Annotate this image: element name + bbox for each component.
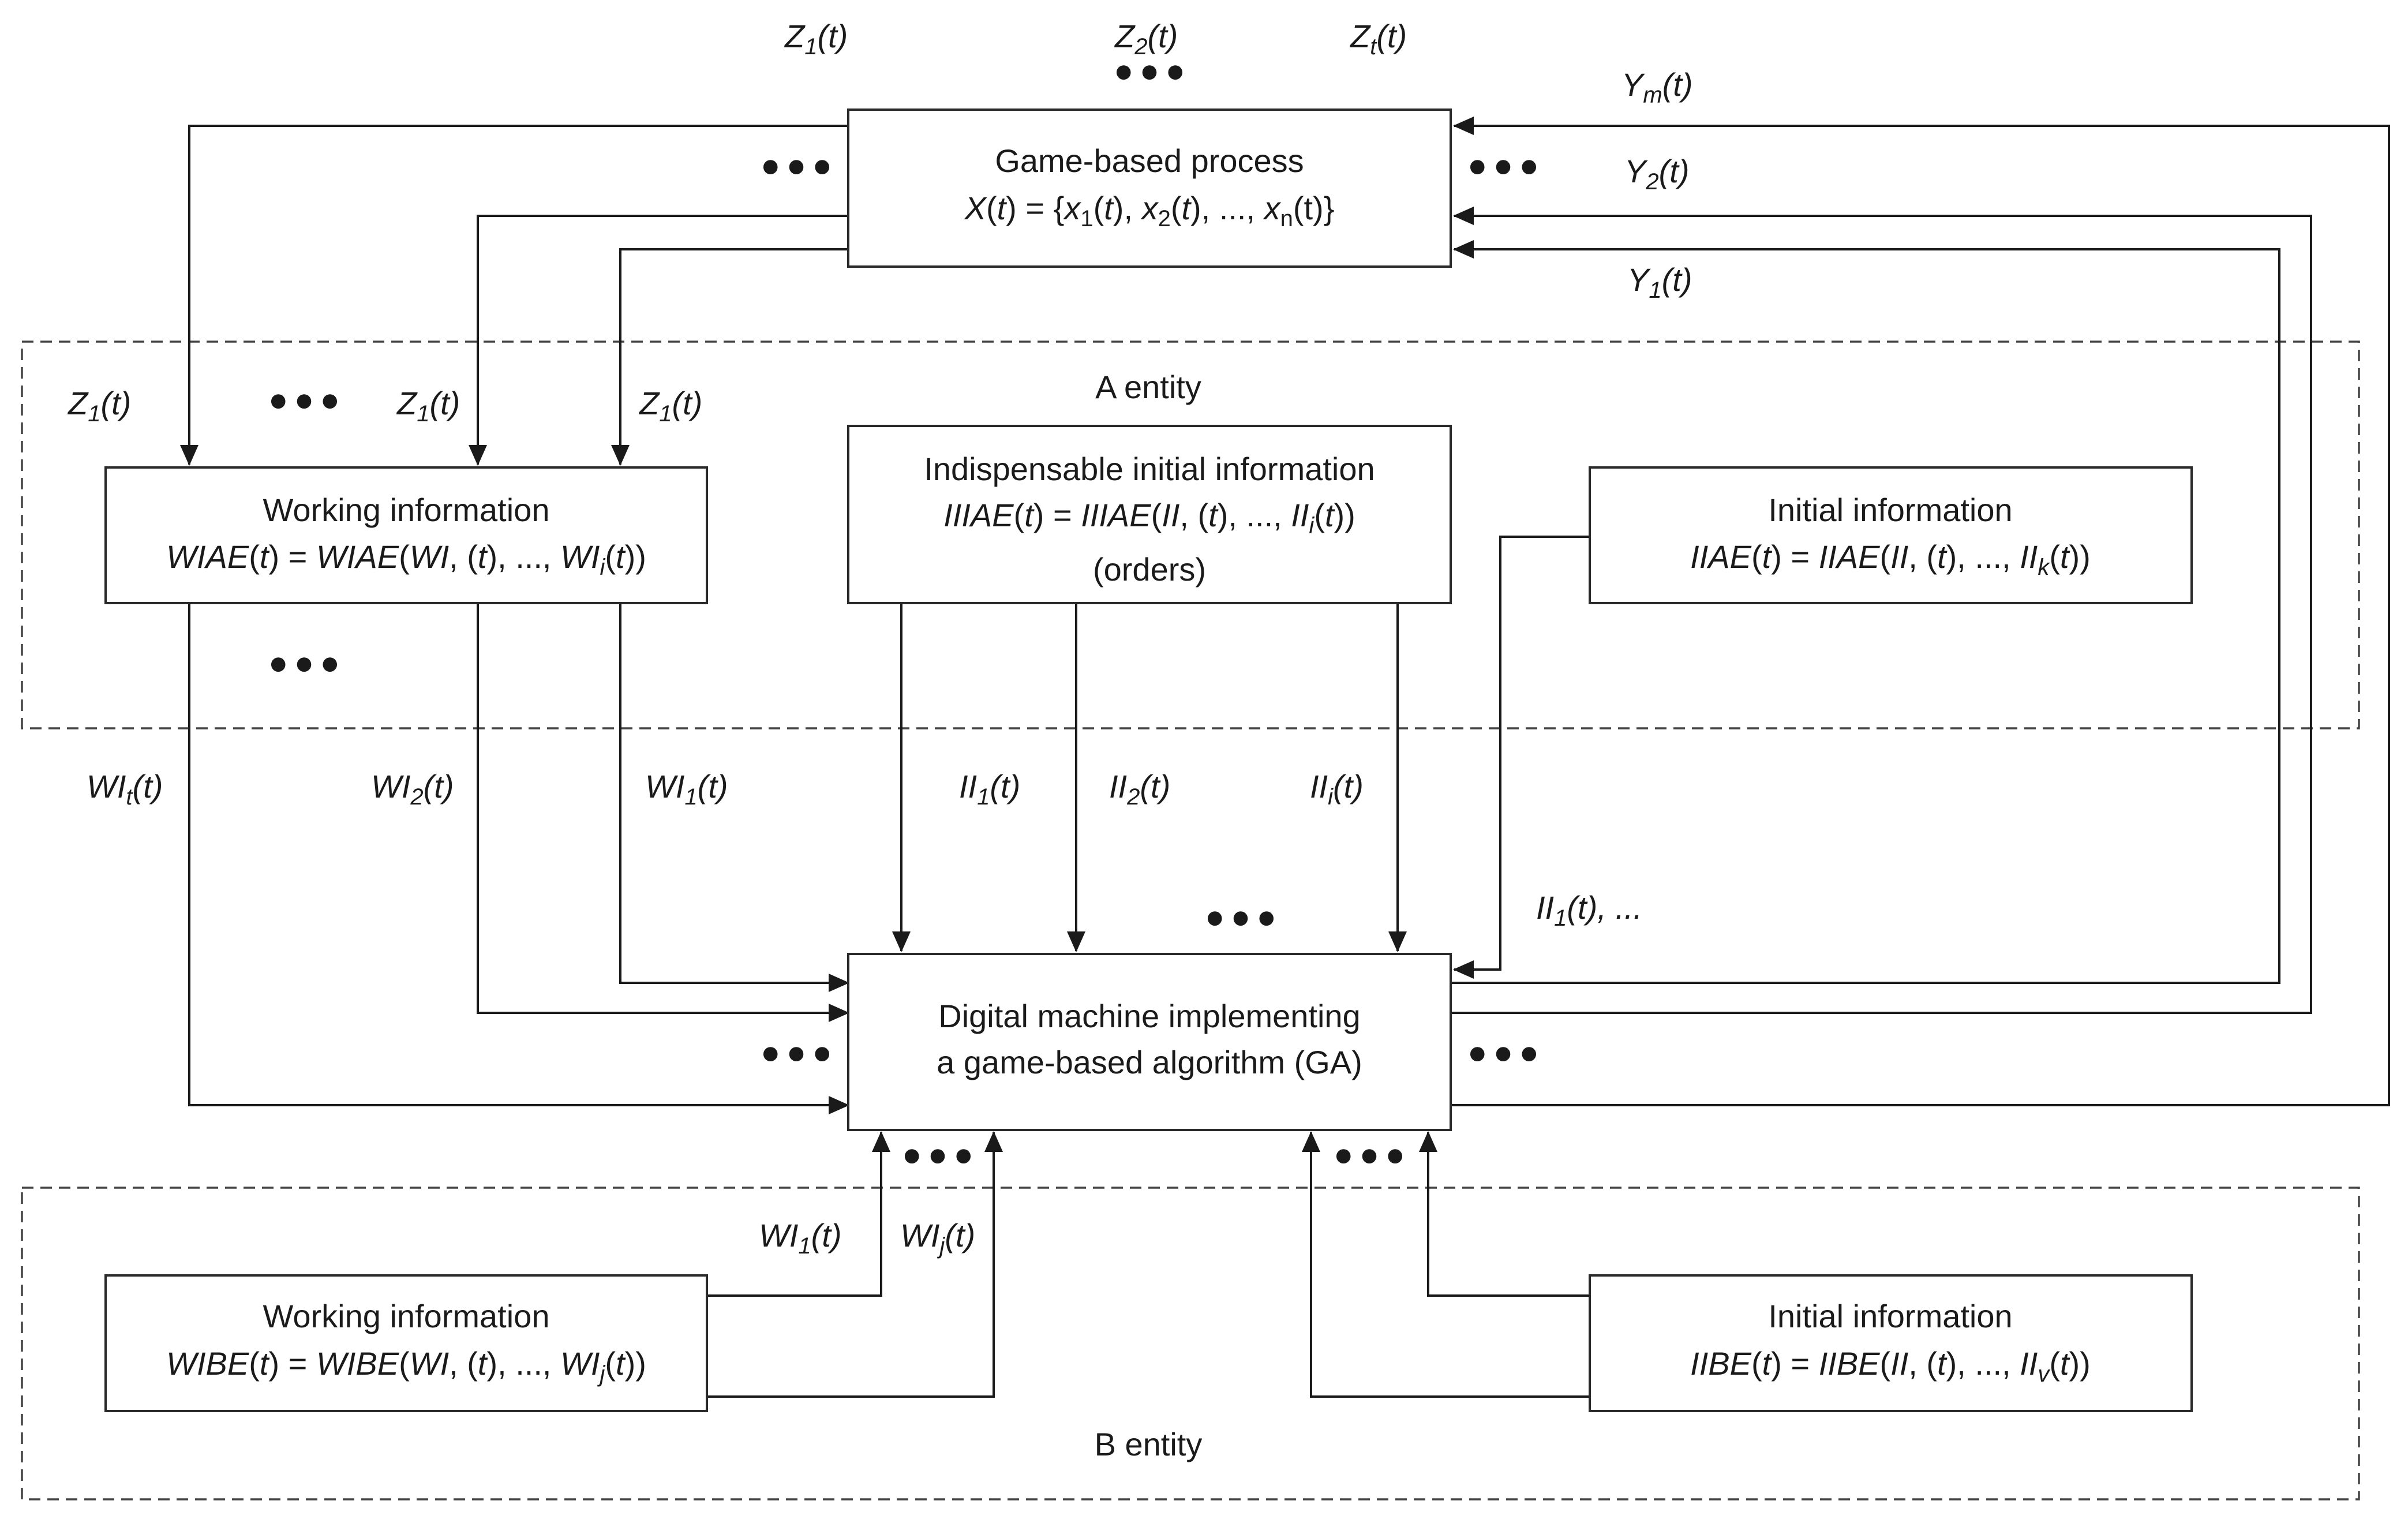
ellipsis-machine-left: ••• xyxy=(758,1032,835,1079)
initial-information-b-box: Initial information IIBE(t) = IIBE(II, (… xyxy=(1589,1274,2193,1412)
ellipsis-top-center: ••• xyxy=(1111,50,1188,98)
label-iii: IIi(t) xyxy=(1310,768,1364,810)
working-information-b-box: Working information WIBE(t) = WIBE(WI, (… xyxy=(104,1274,708,1412)
wi-b-title: Working information xyxy=(263,1298,550,1334)
wire-wi-a-to-machine-t xyxy=(188,603,849,1114)
ellipsis-wi-a-below: ••• xyxy=(265,642,343,690)
b-entity-label: B entity xyxy=(1095,1426,1203,1462)
label-ii2: II2(t) xyxy=(1109,768,1170,810)
a-entity-region xyxy=(21,340,2360,729)
label-z2-top: Z2(t) xyxy=(1114,18,1178,59)
label-ii1: II1(t) xyxy=(959,768,1020,810)
wi-b-formula: WIBE(t) = WIBE(WI, (t), ..., WIj(t)) xyxy=(166,1345,646,1387)
wire-process-to-wi-a-2 xyxy=(469,215,848,466)
wire-process-to-wi-a-1 xyxy=(180,125,848,466)
wi-a-title: Working information xyxy=(263,492,550,528)
a-entity-label: A entity xyxy=(1095,369,1201,405)
ii-a-formula: IIAE(t) = IIAE(II, (t), ..., IIk(t)) xyxy=(1690,538,2091,580)
machine-line1: Digital machine implementing xyxy=(938,998,1360,1034)
label-y1: Y1(t) xyxy=(1627,261,1692,303)
wire-ii-a-to-machine xyxy=(1453,536,1590,979)
wire-wi-a-to-machine-2 xyxy=(477,603,849,1022)
wire-machine-to-process-ym xyxy=(1451,117,2390,1106)
ellipsis-process-right: ••• xyxy=(1465,145,1542,192)
wire-ii-b-to-machine-1 xyxy=(1302,1131,1590,1398)
wi-a-formula: WIAE(t) = WIAE(WI, (t), ..., WIi(t)) xyxy=(166,538,646,580)
label-wij-b: WIj(t) xyxy=(900,1217,975,1259)
wire-process-to-wi-a-3 xyxy=(611,248,848,466)
wire-wi-b-to-machine-1 xyxy=(707,1131,890,1297)
b-entity-region xyxy=(21,1187,2360,1500)
indispensable-initial-information-box: Indispensable initial information IIIAE(… xyxy=(847,425,1452,604)
wire-wi-a-to-machine-1 xyxy=(619,603,849,992)
initial-information-a-box: Initial information IIAE(t) = IIAE(II, (… xyxy=(1589,466,2193,604)
label-z1-top: Z1(t) xyxy=(784,18,848,59)
ellipsis-z-labels: ••• xyxy=(265,379,343,426)
ellipsis-machine-bottom-right: ••• xyxy=(1331,1134,1408,1181)
working-information-a-box: Working information WIAE(t) = WIAE(WI, (… xyxy=(104,466,708,604)
ellipsis-machine-bottom-left: ••• xyxy=(899,1134,976,1181)
label-wit: WIt(t) xyxy=(87,768,163,810)
label-wi1: WI1(t) xyxy=(645,768,728,810)
label-wi2: WI2(t) xyxy=(371,768,454,810)
ii-a-title: Initial information xyxy=(1768,492,2012,528)
iii-a-title: Indispensable initial information xyxy=(924,451,1375,487)
game-process-box: Game-based process X(t) = {x1(t), x2(t),… xyxy=(847,108,1452,268)
machine-line2: a game-based algorithm (GA) xyxy=(937,1044,1362,1080)
label-zt-top: Zt(t) xyxy=(1349,18,1407,59)
wire-machine-to-process-y2 xyxy=(1451,207,2312,1014)
ellipsis-process-left: ••• xyxy=(758,145,835,192)
wire-ii-b-to-machine-2 xyxy=(1419,1131,1590,1297)
ellipsis-machine-right: ••• xyxy=(1465,1032,1542,1079)
game-process-formula: X(t) = {x1(t), x2(t), ..., xn(t)} xyxy=(964,190,1335,231)
wire-machine-to-process-y1 xyxy=(1451,240,2280,984)
label-y2: Y2(t) xyxy=(1624,153,1689,194)
label-wi1-b: WI1(t) xyxy=(759,1217,842,1259)
ii-b-title: Initial information xyxy=(1768,1298,2012,1334)
iii-a-formula: IIIAE(t) = IIIAE(II, (t), ..., IIi(t)) xyxy=(943,497,1355,538)
game-process-title: Game-based process xyxy=(995,143,1304,179)
label-z1-c: Z1(t) xyxy=(638,385,702,426)
digital-machine-box: Digital machine implementing a game-base… xyxy=(847,953,1452,1131)
label-ym: Ym(t) xyxy=(1621,66,1693,108)
ii-b-formula: IIBE(t) = IIBE(II, (t), ..., IIv(t)) xyxy=(1690,1345,2091,1387)
label-z1-a: Z1(t) xyxy=(67,385,131,426)
ellipsis-machine-top: ••• xyxy=(1202,896,1279,944)
wire-wi-b-to-machine-j xyxy=(707,1131,1003,1398)
label-ii1-dots: II1(t), ... xyxy=(1536,889,1642,931)
iii-a-note: (orders) xyxy=(1093,551,1206,588)
label-z1-b: Z1(t) xyxy=(396,385,460,426)
